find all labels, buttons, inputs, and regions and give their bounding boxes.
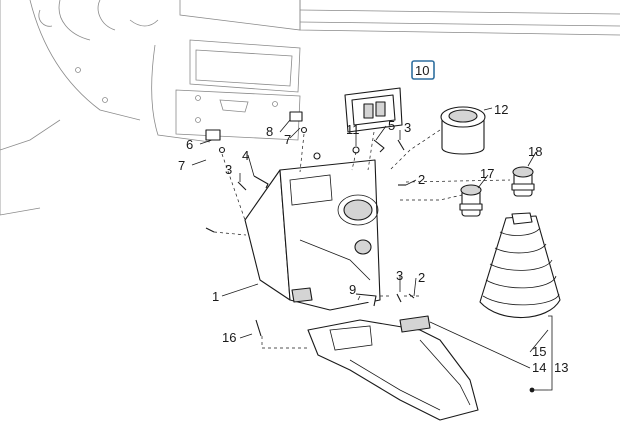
callout-4: 4	[242, 148, 249, 163]
power-socket-part[interactable]	[459, 184, 483, 217]
callout-2a: 2	[418, 172, 425, 187]
callout-10: 10	[415, 63, 429, 78]
callout-1: 1	[212, 289, 219, 304]
callout-16: 16	[222, 330, 236, 345]
callout-13: 13	[554, 360, 568, 375]
callouts: 10 12 18 17 2 2 3 3 3 4 5 6 7 7 8 11 9 1…	[178, 60, 568, 375]
leader-lines	[191, 107, 553, 393]
callout-3a: 3	[396, 268, 403, 283]
callout-18: 18	[528, 144, 542, 159]
callout-17: 17	[480, 166, 494, 181]
gear-lever-boot-part[interactable]	[479, 212, 561, 319]
callout-3b: 3	[404, 120, 411, 135]
centre-console-part[interactable]	[244, 159, 381, 311]
callout-3c: 3	[225, 162, 232, 177]
alignment-lines	[213, 129, 511, 349]
callout-5: 5	[388, 118, 395, 133]
assembly-dot	[529, 387, 535, 393]
callout-2b: 2	[418, 270, 425, 285]
small-hardware	[205, 111, 415, 337]
switch-panel-part[interactable]	[344, 87, 403, 133]
usb-socket-part[interactable]	[511, 166, 535, 197]
callout-7a: 7	[178, 158, 185, 173]
callout-14: 14	[532, 360, 546, 375]
callout-8: 8	[266, 124, 273, 139]
callout-10-highlight-box	[411, 60, 435, 80]
cup-holder-part[interactable]	[440, 106, 486, 155]
callout-9: 9	[349, 282, 356, 297]
callout-7b: 7	[284, 132, 291, 147]
tunnel-cover-part[interactable]	[307, 315, 479, 421]
callout-15: 15	[532, 344, 546, 359]
callout-6: 6	[186, 137, 193, 152]
dashboard-outline	[0, 0, 620, 216]
callout-11: 11	[346, 122, 360, 137]
callout-12: 12	[494, 102, 508, 117]
